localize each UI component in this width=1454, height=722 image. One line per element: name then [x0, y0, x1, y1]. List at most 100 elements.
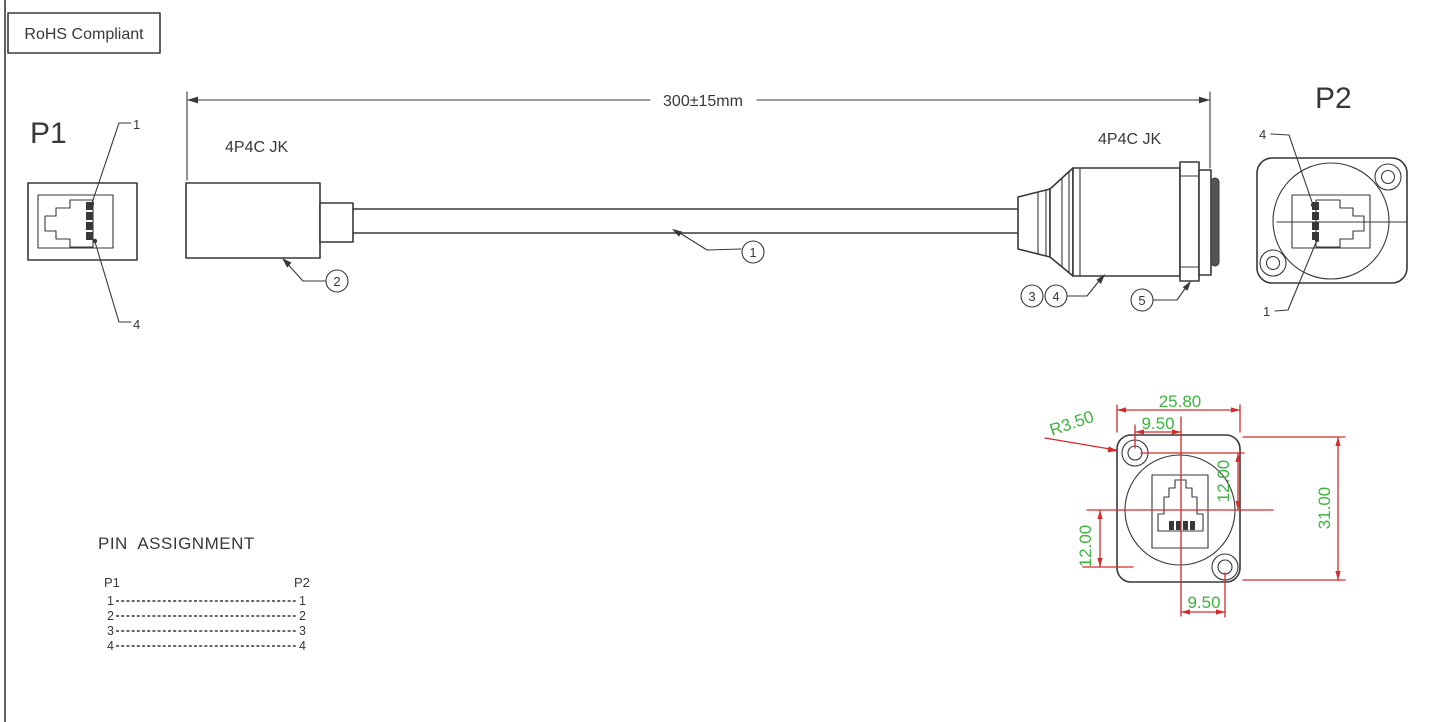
- dim-hole-bottom-arrow-left: [1181, 609, 1190, 615]
- jack-label-left: 4P4C JK: [225, 139, 288, 156]
- p1-inner-rect: [37, 194, 114, 249]
- panel-flange: [1116, 434, 1241, 583]
- callout-cable: 1: [672, 229, 765, 264]
- pin-row-4: 4 4: [107, 639, 306, 653]
- dim-hole-bottom-arrow-right: [1216, 609, 1225, 615]
- dim-height-arrow-top: [1335, 437, 1341, 446]
- p1-pin1-label: 1: [133, 117, 140, 132]
- callout4-balloon: [1044, 284, 1068, 308]
- p1-jack-pins: [86, 202, 93, 240]
- length-arrow-right: [1199, 96, 1210, 104]
- callout-left-plug: 2: [282, 258, 349, 293]
- pin-row-3: 3 3: [107, 624, 306, 638]
- p1-title: P1: [30, 117, 67, 150]
- dim-hole-top-arrow-left: [1135, 429, 1144, 435]
- callout34-leader: [1066, 275, 1104, 297]
- rohs-compliance-stamp: RoHS Compliant: [7, 12, 161, 54]
- pin-row-left: 1: [107, 594, 114, 608]
- pin-row-right: 3: [299, 624, 306, 638]
- callout-boot-body: 3 4: [1020, 274, 1105, 308]
- pin-row-2: 2 2: [107, 609, 306, 623]
- p2-jack-pins: [1312, 202, 1319, 240]
- pin-row-left: 2: [107, 609, 114, 623]
- panel-dimension-view: 25.80 9.50 R3.50 12.00 31.00 12.00: [1044, 392, 1346, 618]
- cable-assembly-view: 4P4C JK 4P4C JK 1: [185, 131, 1220, 312]
- left-plug-housing: [185, 182, 321, 259]
- dim-hole-top-text: 9.50: [1141, 414, 1174, 433]
- callout3-balloon: [1020, 284, 1044, 308]
- callout5-arrow: [1182, 281, 1191, 291]
- length-arrow-left: [187, 96, 198, 104]
- pin-row-right: 1: [299, 594, 306, 608]
- p2-hole-bottom-outer: [1259, 249, 1287, 277]
- pin-row-left: 4: [107, 639, 114, 653]
- length-dim-text: 300±15mm: [663, 93, 743, 110]
- pin-assignment-title: PIN ASSIGNMENT: [98, 534, 255, 553]
- dim-radius-arrow: [1107, 446, 1118, 453]
- dim-left-arrow-bottom: [1097, 558, 1103, 567]
- dim-width-text: 25.80: [1159, 392, 1202, 411]
- p2-title: P2: [1315, 82, 1352, 115]
- p2-hole-top-outer: [1374, 163, 1402, 191]
- callout1-leader: [674, 229, 742, 251]
- p1-pin1-leader: [91, 122, 132, 204]
- callout-nut: 5: [1130, 281, 1191, 312]
- rohs-label: RoHS Compliant: [24, 26, 144, 43]
- callout4-number: 4: [1052, 289, 1059, 304]
- panel-jack-profile: [1157, 479, 1204, 532]
- callout2-balloon: [325, 269, 349, 293]
- pin-row-right: 4: [299, 639, 306, 653]
- p2-jack-profile: [1315, 199, 1365, 248]
- pin-row-1: 1 1: [107, 594, 306, 608]
- panel-jack-rect: [1151, 474, 1209, 549]
- pin-assignment: PIN ASSIGNMENT P1 P2 1 1 2 2 3 3 4 4: [98, 534, 310, 653]
- callout34-arrow: [1096, 274, 1105, 284]
- p2-pin1-label: 1: [1263, 304, 1270, 319]
- p2-pin1-leader: [1274, 239, 1318, 312]
- dim-radius-leader: [1044, 437, 1117, 451]
- p2-pin4-leader-dot: [1310, 202, 1316, 208]
- connector-body: [1072, 167, 1181, 277]
- dim-hole-top-arrow-right: [1172, 429, 1181, 435]
- boot-grip: [1017, 188, 1051, 258]
- dim-right-text: 12.00: [1214, 460, 1233, 503]
- dim-radius-text: R3.50: [1047, 407, 1096, 440]
- pin-row-left: 3: [107, 624, 114, 638]
- p1-jack-profile: [44, 199, 94, 248]
- dim-right-arrow-top: [1235, 453, 1241, 462]
- p1-pin4-leader-dot: [92, 238, 98, 244]
- coupling-nut: [1179, 161, 1200, 282]
- length-dimension: 300±15mm: [186, 91, 1211, 181]
- left-plug-step: [319, 202, 354, 243]
- p1-pin4-label: 4: [133, 317, 140, 332]
- p1-pin1-leader-dot: [89, 201, 95, 207]
- dim-left-arrow-top: [1097, 510, 1103, 519]
- p2-pin4-label: 4: [1259, 127, 1266, 142]
- callout5-number: 5: [1138, 293, 1145, 308]
- dim-right-arrow-bottom: [1235, 501, 1241, 510]
- callout3-number: 3: [1028, 289, 1035, 304]
- panel-hole-bottom-inner: [1217, 559, 1233, 575]
- rohs-box: [7, 12, 161, 54]
- dim-height-text: 31.00: [1315, 487, 1334, 530]
- p2-pin4-leader: [1270, 133, 1314, 206]
- dim-width-arrow-right: [1231, 407, 1240, 413]
- callout1-balloon: [741, 240, 765, 264]
- p1-connector-view: P1 1 4: [27, 117, 140, 332]
- p2-pin1-leader-dot: [1314, 237, 1320, 243]
- callout1-number: 1: [749, 245, 756, 260]
- right-connector: [1017, 161, 1220, 282]
- pin-row-right: 2: [299, 609, 306, 623]
- dim-left-text: 12.00: [1076, 525, 1095, 568]
- p1-outer-rect: [27, 182, 138, 261]
- callout5-leader: [1152, 282, 1190, 301]
- panel-bushing: [1198, 169, 1212, 276]
- p2-flange: [1256, 157, 1408, 284]
- callout1-arrow: [672, 229, 682, 237]
- callout2-number: 2: [333, 274, 340, 289]
- panel-jack-pins: [1169, 521, 1195, 530]
- p2-hole-bottom-inner: [1265, 255, 1281, 271]
- p1-pin4-leader: [94, 241, 132, 323]
